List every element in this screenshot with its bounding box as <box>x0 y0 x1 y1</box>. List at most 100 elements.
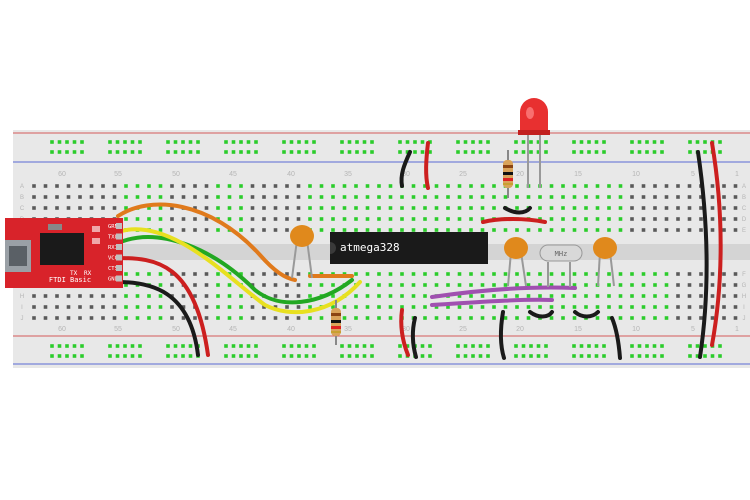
rail-hole[interactable] <box>398 150 402 154</box>
breadboard-hole[interactable] <box>469 195 473 199</box>
breadboard-hole[interactable] <box>239 272 243 276</box>
breadboard-hole[interactable] <box>699 206 703 210</box>
breadboard-hole[interactable] <box>124 195 128 199</box>
rail-hole[interactable] <box>602 354 606 358</box>
breadboard-hole[interactable] <box>641 294 646 298</box>
breadboard-hole[interactable] <box>630 228 634 232</box>
breadboard-hole[interactable] <box>457 294 462 298</box>
rail-hole[interactable] <box>478 344 483 348</box>
rail-hole[interactable] <box>115 150 120 154</box>
rail-hole[interactable] <box>602 344 606 348</box>
breadboard-hole[interactable] <box>492 184 496 188</box>
breadboard-hole[interactable] <box>630 316 634 320</box>
breadboard-hole[interactable] <box>319 184 324 188</box>
rail-hole[interactable] <box>544 140 548 144</box>
rail-hole[interactable] <box>50 150 54 154</box>
breadboard-hole[interactable] <box>124 316 128 320</box>
rail-hole[interactable] <box>239 150 243 154</box>
breadboard-hole[interactable] <box>158 283 163 287</box>
breadboard-hole[interactable] <box>526 195 531 199</box>
breadboard-hole[interactable] <box>480 294 485 298</box>
breadboard-hole[interactable] <box>664 283 669 287</box>
breadboard-hole[interactable] <box>492 195 496 199</box>
breadboard-hole[interactable] <box>641 272 646 276</box>
rail-hole[interactable] <box>398 344 402 348</box>
breadboard-hole[interactable] <box>55 316 59 320</box>
rail-hole[interactable] <box>486 150 490 154</box>
breadboard-hole[interactable] <box>354 228 358 232</box>
rail-hole[interactable] <box>304 150 309 154</box>
rail-hole[interactable] <box>688 150 692 154</box>
rail-hole[interactable] <box>703 344 707 348</box>
breadboard-hole[interactable] <box>365 305 370 309</box>
breadboard-hole[interactable] <box>147 195 151 199</box>
breadboard-hole[interactable] <box>653 206 657 210</box>
black-wire-bottom-left[interactable] <box>410 316 418 359</box>
breadboard-hole[interactable] <box>630 217 634 221</box>
breadboard-hole[interactable] <box>216 305 220 309</box>
breadboard-hole[interactable] <box>147 272 151 276</box>
breadboard-hole[interactable] <box>699 195 703 199</box>
breadboard-hole[interactable] <box>549 294 554 298</box>
rail-hole[interactable] <box>57 150 62 154</box>
breadboard-hole[interactable] <box>273 217 278 221</box>
breadboard-hole[interactable] <box>365 184 370 188</box>
breadboard-hole[interactable] <box>308 294 312 298</box>
breadboard-hole[interactable] <box>101 206 105 210</box>
rail-hole[interactable] <box>521 150 526 154</box>
breadboard-hole[interactable] <box>204 217 209 221</box>
rail-hole[interactable] <box>456 354 460 358</box>
rail-hole[interactable] <box>312 344 316 348</box>
breadboard-hole[interactable] <box>342 228 347 232</box>
breadboard-hole[interactable] <box>446 206 450 210</box>
breadboard-hole[interactable] <box>584 206 588 210</box>
breadboard-hole[interactable] <box>262 272 266 276</box>
rail-hole[interactable] <box>65 344 69 348</box>
breadboard-hole[interactable] <box>204 184 209 188</box>
rail-hole[interactable] <box>645 150 649 154</box>
breadboard-hole[interactable] <box>388 228 393 232</box>
breadboard-hole[interactable] <box>687 217 692 221</box>
rail-hole[interactable] <box>108 344 112 348</box>
breadboard-hole[interactable] <box>158 217 163 221</box>
breadboard-hole[interactable] <box>457 195 462 199</box>
red-wire-bottom-left[interactable] <box>399 308 410 357</box>
breadboard-hole[interactable] <box>676 272 680 276</box>
breadboard-hole[interactable] <box>411 294 416 298</box>
breadboard-hole[interactable] <box>43 294 48 298</box>
breadboard-hole[interactable] <box>733 272 738 276</box>
breadboard-hole[interactable] <box>423 316 427 320</box>
breadboard-hole[interactable] <box>135 305 140 309</box>
breadboard-hole[interactable] <box>112 316 117 320</box>
breadboard-hole[interactable] <box>457 316 462 320</box>
rail-hole[interactable] <box>304 140 309 144</box>
rail-hole[interactable] <box>50 140 54 144</box>
breadboard-hole[interactable] <box>607 283 611 287</box>
breadboard-hole[interactable] <box>538 228 542 232</box>
breadboard-hole[interactable] <box>480 206 485 210</box>
breadboard-hole[interactable] <box>515 283 519 287</box>
rail-hole[interactable] <box>239 344 243 348</box>
breadboard-hole[interactable] <box>331 206 335 210</box>
breadboard-hole[interactable] <box>239 294 243 298</box>
breadboard-hole[interactable] <box>193 283 197 287</box>
breadboard-hole[interactable] <box>285 272 289 276</box>
rail-hole[interactable] <box>471 354 475 358</box>
breadboard-hole[interactable] <box>469 206 473 210</box>
breadboard-hole[interactable] <box>308 305 312 309</box>
breadboard-hole[interactable] <box>595 305 600 309</box>
breadboard-hole[interactable] <box>319 206 324 210</box>
rail-hole[interactable] <box>718 150 722 154</box>
rail-hole[interactable] <box>579 150 584 154</box>
orange-wire[interactable] <box>116 202 297 282</box>
breadboard-hole[interactable] <box>434 206 439 210</box>
breadboard-hole[interactable] <box>549 206 554 210</box>
rail-hole[interactable] <box>138 140 142 144</box>
breadboard-hole[interactable] <box>89 195 94 199</box>
rail-hole[interactable] <box>304 344 309 348</box>
rail-hole[interactable] <box>398 354 402 358</box>
breadboard-hole[interactable] <box>78 184 82 188</box>
rail-hole[interactable] <box>463 140 468 144</box>
breadboard-hole[interactable] <box>664 294 669 298</box>
